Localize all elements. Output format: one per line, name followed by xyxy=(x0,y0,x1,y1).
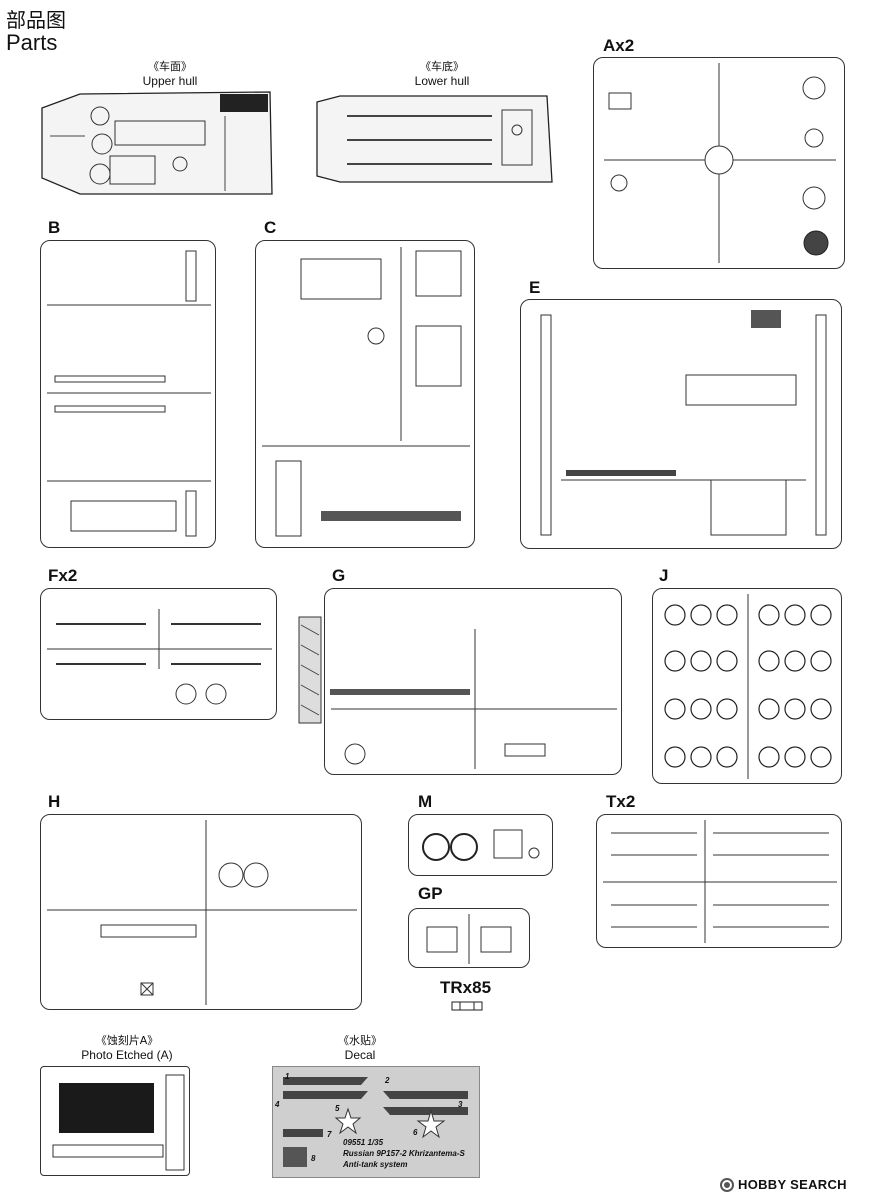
photo-etched-sheet xyxy=(40,1066,190,1176)
sprue-m-label: M xyxy=(418,792,433,811)
lower-hull-en: Lower hull xyxy=(414,74,470,88)
decal-en: Decal xyxy=(344,1048,376,1062)
sprue-a-label: Ax2 xyxy=(603,36,635,55)
photo-etched-cn: 《蚀刻片A》 xyxy=(95,1034,159,1047)
lower-hull-cn: 《车底》 xyxy=(420,60,464,73)
watermark: HOBBY SEARCH xyxy=(720,1177,847,1192)
lower-hull-caption: 《车底》 Lower hull xyxy=(372,58,512,88)
decal-kit-subtitle: Anti-tank system xyxy=(343,1160,408,1169)
sprue-f-label: Fx2 xyxy=(48,566,78,585)
decal-number-8: 8 xyxy=(311,1154,316,1163)
decal-number-2: 2 xyxy=(385,1076,390,1085)
sprue-a xyxy=(593,57,845,269)
decal-number-3: 3 xyxy=(458,1100,463,1109)
decal-cn: 《水贴》 xyxy=(338,1034,382,1047)
decal-sheet: 1 2 3 4 5 6 7 8 09551 1/35 Russian 9P157… xyxy=(272,1066,480,1178)
sprue-g-label: G xyxy=(332,566,346,585)
sprue-h-label: H xyxy=(48,792,61,811)
tr-label: TRx85 xyxy=(440,978,492,997)
decal-kit-number: 09551 1/35 xyxy=(343,1138,384,1147)
page-title: Parts xyxy=(6,30,58,55)
decal-kit-name: Russian 9P157-2 Khrizantema-S xyxy=(343,1149,465,1158)
sprue-c xyxy=(255,240,475,548)
upper-hull-drawing xyxy=(30,86,280,201)
sprue-t xyxy=(596,814,842,948)
sprue-b-label: B xyxy=(48,218,61,237)
sprue-g xyxy=(324,588,622,775)
sprue-gp-label: GP xyxy=(418,884,443,903)
sprue-c-label: C xyxy=(264,218,277,237)
sprue-m xyxy=(408,814,553,876)
sprue-gp xyxy=(408,908,530,968)
sprue-g-side-part xyxy=(297,615,323,725)
sprue-f xyxy=(40,588,277,720)
sprue-j xyxy=(652,588,842,784)
decal-number-6: 6 xyxy=(413,1128,418,1137)
watermark-text: HOBBY SEARCH xyxy=(738,1177,847,1192)
decal-caption: 《水贴》 Decal xyxy=(300,1032,420,1062)
photo-etched-en: Photo Etched (A) xyxy=(81,1048,173,1062)
decal-number-7: 7 xyxy=(327,1130,332,1139)
sprue-e xyxy=(520,299,842,549)
sprue-t-label: Tx2 xyxy=(606,792,636,811)
upper-hull-cn: 《车面》 xyxy=(148,60,192,73)
decal-number-1: 1 xyxy=(285,1072,290,1081)
page-title-cn: 部品图 xyxy=(6,8,66,32)
hobby-search-logo-icon xyxy=(720,1177,734,1192)
sprue-h xyxy=(40,814,362,1010)
sprue-e-label: E xyxy=(529,278,541,297)
decal-number-4: 4 xyxy=(275,1100,280,1109)
decal-number-5: 5 xyxy=(335,1104,340,1113)
upper-hull-caption: 《车面》 Upper hull xyxy=(100,58,240,88)
decal-kit-info: 09551 1/35 Russian 9P157-2 Khrizantema-S… xyxy=(343,1137,477,1170)
sprue-j-label: J xyxy=(659,566,669,585)
track-link-icon xyxy=(450,1000,484,1012)
photo-etched-caption: 《蚀刻片A》 Photo Etched (A) xyxy=(52,1032,202,1062)
sprue-b xyxy=(40,240,216,548)
lower-hull-drawing xyxy=(312,90,557,190)
upper-hull-en: Upper hull xyxy=(142,74,198,88)
